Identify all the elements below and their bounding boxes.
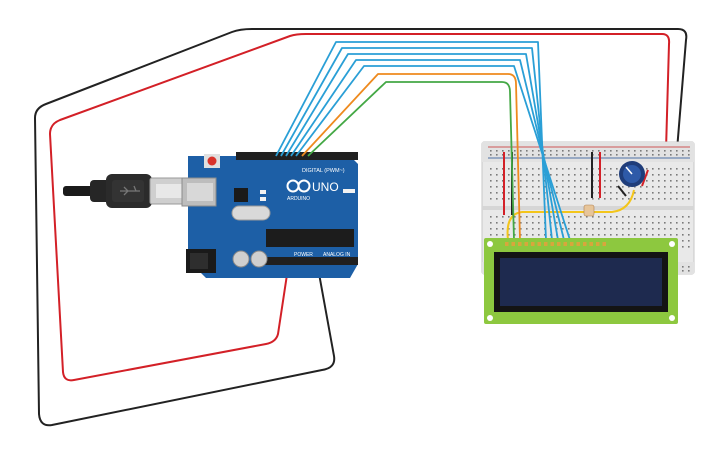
arduino-logo-icon	[286, 179, 311, 193]
uno-label: UNO	[312, 180, 339, 194]
arduino-uno-board: UNO ARDUINO DIGITAL (PWM~) POWER ANALOG …	[181, 152, 358, 278]
blue-wire-5	[295, 65, 571, 241]
lcd-module	[484, 238, 678, 324]
analog-in-label: ANALOG IN	[323, 252, 351, 258]
red-power-loop-wire	[49, 33, 671, 382]
orange-wire	[301, 73, 521, 241]
brand-label: ARDUINO	[287, 196, 310, 202]
blue-wire-4	[290, 59, 565, 241]
black-ground-loop-wire	[34, 28, 688, 427]
resistor	[583, 204, 595, 217]
usb-cable-icon	[63, 174, 189, 208]
signal-wires	[275, 41, 571, 241]
green-wire	[307, 81, 515, 241]
digital-pwm-label: DIGITAL (PWM~)	[302, 168, 345, 174]
potentiometer-icon	[617, 161, 649, 197]
bb-yellow-wiper-wire	[506, 189, 635, 241]
power-label: POWER	[294, 252, 313, 258]
